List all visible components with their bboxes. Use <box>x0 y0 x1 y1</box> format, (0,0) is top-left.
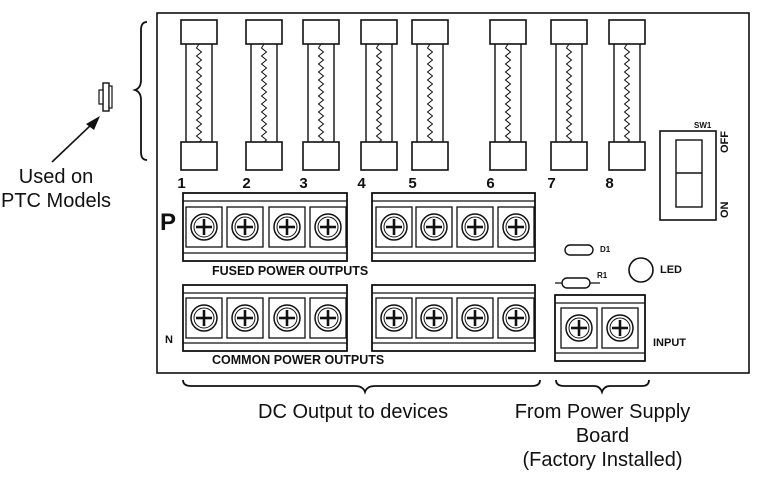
ptc-part-icon <box>98 82 113 112</box>
fuse-number-2: 2 <box>242 175 251 192</box>
common-terminal-screw-2[interactable] <box>226 297 264 339</box>
common-terminal-strip <box>182 284 536 352</box>
input-terminal-screw-1[interactable] <box>560 307 598 349</box>
ptc-callout-line1: Used on <box>18 166 94 188</box>
ptc-bracket <box>132 21 148 161</box>
input-label: INPUT <box>653 337 686 349</box>
fuse-6[interactable] <box>489 19 527 171</box>
fused-terminal-screw-3[interactable] <box>268 206 306 248</box>
fuse-row <box>180 19 646 171</box>
fused-terminal-screw-4[interactable] <box>309 206 347 248</box>
fuse-number-3: 3 <box>299 175 308 192</box>
fused-terminal-strip <box>182 192 536 262</box>
negative-label: N <box>165 334 173 346</box>
diode-d1 <box>564 244 594 256</box>
input-terminal-block <box>554 294 646 362</box>
dc-output-label: DC Output to devices <box>258 401 449 423</box>
fuse-number-6: 6 <box>486 175 495 192</box>
fuse-2[interactable] <box>245 19 283 171</box>
fuse-1[interactable] <box>180 19 218 171</box>
diode-label: D1 <box>600 245 611 254</box>
common-outputs-label: COMMON POWER OUTPUTS <box>212 353 385 367</box>
resistor-label: R1 <box>597 271 608 280</box>
callout-arrow <box>51 116 100 163</box>
power-supply-brace <box>555 379 650 395</box>
dip-switch-sw1[interactable] <box>659 130 717 221</box>
resistor-r1 <box>555 277 600 289</box>
common-terminal-screw-r4[interactable] <box>497 297 535 339</box>
fuse-number-4: 4 <box>357 175 366 192</box>
fused-terminal-screw-r1[interactable] <box>375 206 413 248</box>
power-supply-line3: (Factory Installed) <box>522 449 683 471</box>
fused-terminal-screw-1[interactable] <box>185 206 223 248</box>
fuse-number-7: 7 <box>547 175 556 192</box>
fuse-number-8: 8 <box>605 175 614 192</box>
switch-on-label: ON <box>719 201 731 219</box>
common-terminal-screw-1[interactable] <box>185 297 223 339</box>
common-terminal-screw-3[interactable] <box>268 297 306 339</box>
common-terminal-screw-4[interactable] <box>309 297 347 339</box>
fuse-8[interactable] <box>608 19 646 171</box>
fuse-number-1: 1 <box>177 175 186 192</box>
power-supply-line1: From Power Supply <box>514 401 691 423</box>
fuse-7[interactable] <box>550 19 588 171</box>
led-label: LED <box>660 264 682 276</box>
fuse-5[interactable] <box>411 19 449 171</box>
ptc-callout-line2: PTC Models <box>0 190 112 212</box>
dc-output-brace <box>182 379 541 395</box>
common-terminal-screw-r3[interactable] <box>456 297 494 339</box>
common-terminal-screw-r1[interactable] <box>375 297 413 339</box>
switch-off-label: OFF <box>719 131 731 153</box>
positive-label: P <box>160 209 177 236</box>
power-supply-label: From Power Supply Board (Factory Install… <box>500 400 705 472</box>
input-terminal-screw-2[interactable] <box>601 307 639 349</box>
common-terminal-screw-r2[interactable] <box>415 297 453 339</box>
fuse-4[interactable] <box>360 19 398 171</box>
fused-outputs-label: FUSED POWER OUTPUTS <box>212 264 369 278</box>
fuse-3[interactable] <box>302 19 340 171</box>
ptc-callout: Used on PTC Models <box>0 165 112 213</box>
fuse-number-5: 5 <box>408 175 417 192</box>
fused-terminal-screw-r2[interactable] <box>415 206 453 248</box>
power-supply-line2: Board <box>575 425 630 447</box>
fused-terminal-screw-2[interactable] <box>226 206 264 248</box>
fused-terminal-screw-r4[interactable] <box>497 206 535 248</box>
fused-terminal-screw-r3[interactable] <box>456 206 494 248</box>
switch-name-label: SW1 <box>694 121 712 130</box>
led-indicator <box>628 257 654 283</box>
